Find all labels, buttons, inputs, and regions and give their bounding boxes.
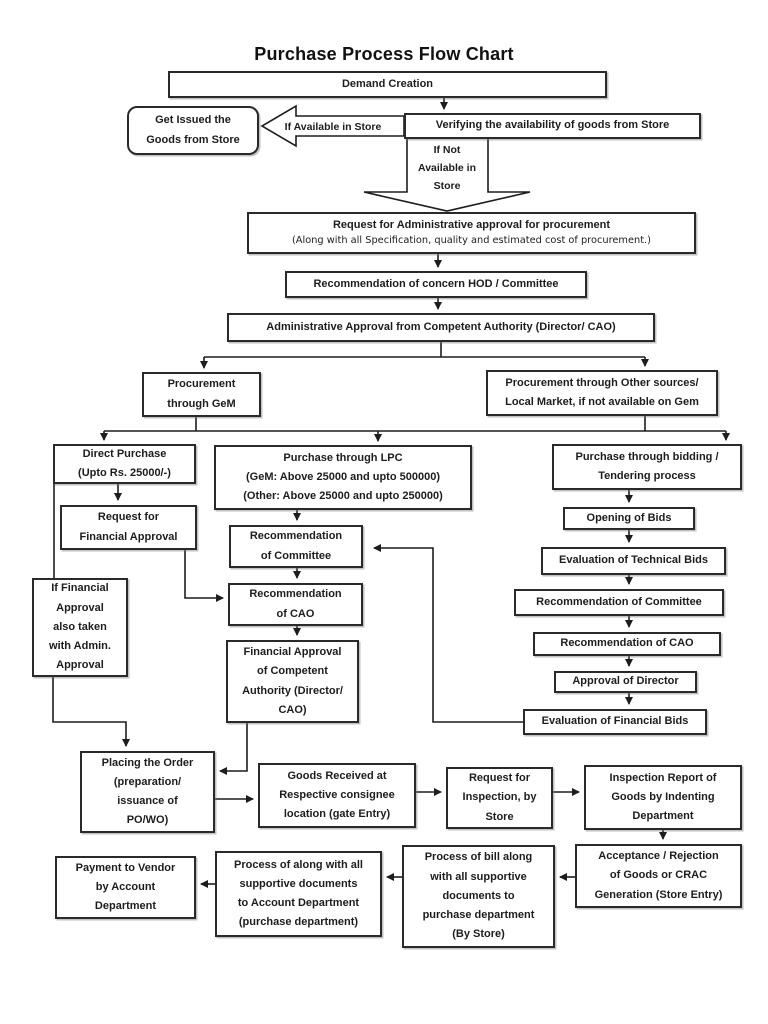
node-demand-creation: Demand Creation — [168, 71, 607, 98]
node-payment-to-vendor: Payment to Vendor by Account Department — [55, 856, 196, 919]
node-if-financial-approval-with-admin: If Financial Approval also taken with Ad… — [32, 578, 128, 677]
node-goods-received: Goods Received at Respective consignee l… — [258, 763, 416, 828]
node-recommendation-hod-committee: Recommendation of concern HOD / Committe… — [285, 271, 587, 298]
node-evaluation-financial-bids: Evaluation of Financial Bids — [523, 709, 707, 735]
node-request-financial-approval: Request for Financial Approval — [60, 505, 197, 550]
request-admin-approval-subtitle: (Along with all Specification, quality a… — [291, 235, 651, 247]
node-recommendation-cao-right: Recommendation of CAO — [533, 632, 721, 656]
node-financial-approval-competent-authority: Financial Approval of Competent Authorit… — [226, 640, 359, 723]
node-recommendation-committee-mid: Recommendation of Committee — [229, 525, 363, 568]
node-inspection-report: Inspection Report of Goods by Indenting … — [584, 765, 742, 830]
node-purchase-through-lpc: Purchase through LPC (GeM: Above 25000 a… — [214, 445, 472, 510]
node-purchase-bidding-tendering: Purchase through bidding / Tendering pro… — [552, 444, 742, 490]
node-direct-purchase: Direct Purchase (Upto Rs. 25000/-) — [53, 444, 196, 484]
node-recommendation-cao-mid: Recommendation of CAO — [228, 583, 363, 626]
node-procurement-other-sources: Procurement through Other sources/ Local… — [486, 370, 718, 416]
node-process-of-bill: Process of bill along with all supportiv… — [402, 845, 555, 948]
if-not-available-block-arrow — [363, 137, 531, 212]
node-evaluation-technical-bids: Evaluation of Technical Bids — [541, 547, 726, 575]
node-admin-approval-competent-authority: Administrative Approval from Competent A… — [227, 313, 655, 342]
node-acceptance-rejection-crac: Acceptance / Rejection of Goods or CRAC … — [575, 844, 742, 908]
node-process-to-account-department: Process of along with all supportive doc… — [215, 851, 382, 937]
node-verify-availability: Verifying the availability of goods from… — [404, 113, 701, 139]
label-if-not-available-in-store: If Not Available in Store — [418, 143, 476, 193]
page-title: Purchase Process Flow Chart — [254, 44, 514, 64]
node-approval-of-director: Approval of Director — [554, 671, 697, 693]
node-recommendation-committee-right: Recommendation of Committee — [514, 589, 724, 616]
node-request-admin-approval: Request for Administrative approval for … — [247, 212, 696, 254]
if-available-block-arrow — [260, 104, 405, 148]
node-opening-of-bids: Opening of Bids — [563, 507, 695, 530]
request-admin-approval-title: Request for Administrative approval for … — [332, 218, 611, 231]
node-get-issued-goods: Get Issued the Goods from Store — [127, 106, 259, 155]
node-procurement-gem: Procurement through GeM — [142, 372, 261, 417]
node-placing-the-order: Placing the Order (preparation/ issuance… — [80, 751, 215, 833]
node-request-for-inspection: Request for Inspection, by Store — [446, 767, 553, 829]
label-if-available-in-store: If Available in Store — [284, 120, 382, 133]
